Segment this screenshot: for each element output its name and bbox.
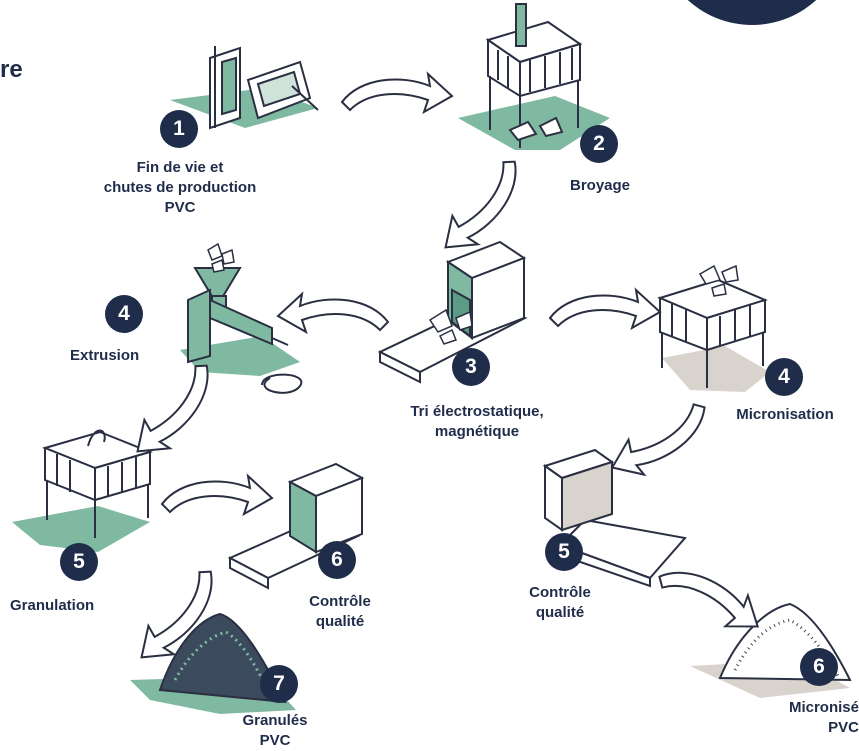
step-label-7: Granulés PVC xyxy=(242,712,308,749)
step-badge-4-micronisation: 4 xyxy=(765,358,803,396)
step-label-4-micronisation: Micronisation xyxy=(736,406,834,423)
step-badge-5-quality: 5 xyxy=(545,533,583,571)
step-badge-1: 1 xyxy=(160,110,198,148)
flow-arrow-icon xyxy=(341,73,453,113)
step-badge-6-quality: 6 xyxy=(318,541,356,579)
step-badge-6-micronise: 6 xyxy=(800,648,838,686)
header-partial-text: re xyxy=(0,56,23,83)
flow-arrow-icon xyxy=(603,397,720,488)
flow-arrow-icon xyxy=(432,153,537,264)
separator-machine-icon xyxy=(377,240,528,384)
step-label-5-granulation: Granulation xyxy=(10,597,95,614)
flow-arrow-icon xyxy=(124,357,229,468)
step-label-3: Tri électrostatique, magnétique xyxy=(410,403,544,440)
flow-arrow-icon xyxy=(277,293,389,333)
step-badge-2: 2 xyxy=(580,125,618,163)
shredder-icon xyxy=(458,3,610,150)
flow-arrow-icon xyxy=(653,551,770,642)
corner-circle xyxy=(687,0,817,25)
quality-control-machine-icon xyxy=(227,462,365,590)
step-badge-7: 7 xyxy=(260,665,298,703)
flow-arrow-icon xyxy=(549,289,661,329)
step-label-6-quality: Contrôle qualité xyxy=(309,593,371,630)
extruder-icon xyxy=(180,242,303,394)
step-label-1: Fin de vie et chutes de production PVC xyxy=(103,159,257,216)
step-label-5-quality: Contrôle qualité xyxy=(529,584,591,621)
step-badge-3: 3 xyxy=(452,348,490,386)
step-label-2: Broyage xyxy=(569,177,631,194)
micronizer-icon xyxy=(657,264,770,392)
step-label-4-extrusion: Extrusion xyxy=(70,347,140,364)
granules-pile-icon xyxy=(130,612,296,714)
flow-arrow-icon xyxy=(161,475,273,515)
window-frame-icon xyxy=(170,46,319,130)
step-label-6-micronise: Micronisé PVC xyxy=(788,699,859,736)
step-badge-4-extrusion: 4 xyxy=(105,295,143,333)
step-badge-5-granulation: 5 xyxy=(60,543,98,581)
granulator-icon xyxy=(12,429,154,552)
